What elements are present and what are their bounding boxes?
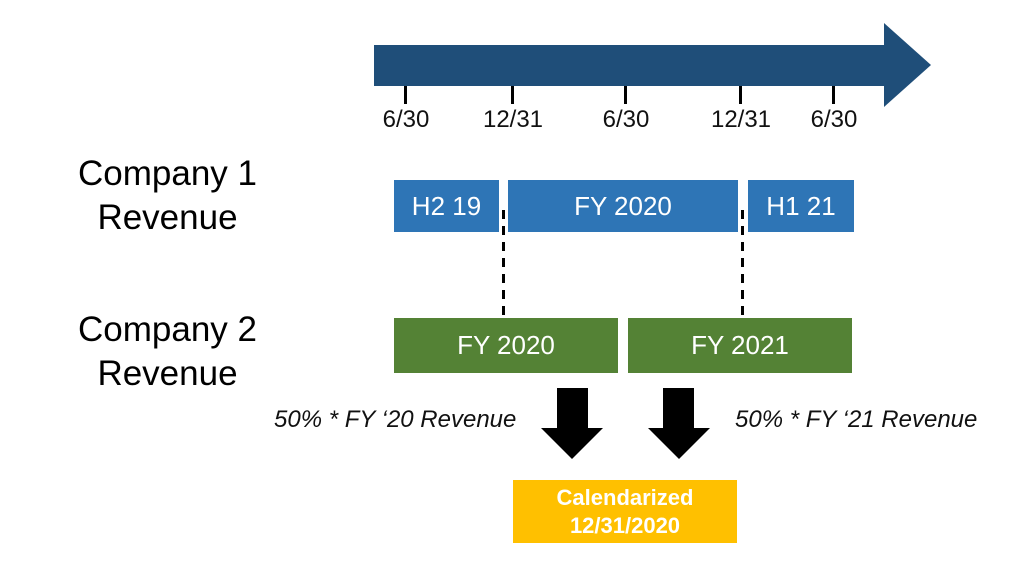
result-line1: Calendarized xyxy=(556,484,694,510)
timeline-date-label: 6/30 xyxy=(382,106,430,133)
annotation-fy20: 50% * FY ‘20 Revenue xyxy=(274,406,517,433)
bar-h2-19: H2 19 xyxy=(394,180,499,232)
bar-h1-21: H1 21 xyxy=(748,180,854,232)
company2-revenue-label: Company 2 Revenue xyxy=(40,308,295,396)
dashed-connector-left xyxy=(502,210,505,318)
bar-fy2020-company2: FY 2020 xyxy=(394,318,618,373)
company1-label-line2: Revenue xyxy=(97,198,238,237)
timeline-tick xyxy=(624,86,627,104)
timeline-date-label: 6/30 xyxy=(602,106,650,133)
calendarized-result-box: Calendarized 12/31/2020 xyxy=(513,480,737,543)
down-arrow-left-icon xyxy=(557,388,588,429)
down-arrow-right-icon xyxy=(663,388,694,429)
company2-label-line2: Revenue xyxy=(97,354,238,393)
timeline-arrowhead-icon xyxy=(884,23,931,107)
bar-fy2021-company2: FY 2021 xyxy=(628,318,852,373)
timeline-tick xyxy=(739,86,742,104)
down-arrow-left-head-icon xyxy=(541,428,603,459)
annotation-fy21: 50% * FY ‘21 Revenue xyxy=(735,406,978,433)
company2-label-line1: Company 2 xyxy=(78,310,257,349)
timeline-date-label: 12/31 xyxy=(710,106,772,133)
down-arrow-right-head-icon xyxy=(648,428,710,459)
company1-revenue-label: Company 1 Revenue xyxy=(40,152,295,240)
bar-fy2020-company1: FY 2020 xyxy=(508,180,738,232)
timeline-date-label: 6/30 xyxy=(810,106,858,133)
timeline-tick xyxy=(404,86,407,104)
result-line2: 12/31/2020 xyxy=(569,512,681,538)
timeline-date-label: 12/31 xyxy=(482,106,544,133)
timeline-tick xyxy=(511,86,514,104)
company1-label-line1: Company 1 xyxy=(78,154,257,193)
timeline-arrow xyxy=(374,45,885,86)
timeline-tick xyxy=(832,86,835,104)
dashed-connector-right xyxy=(741,210,744,318)
